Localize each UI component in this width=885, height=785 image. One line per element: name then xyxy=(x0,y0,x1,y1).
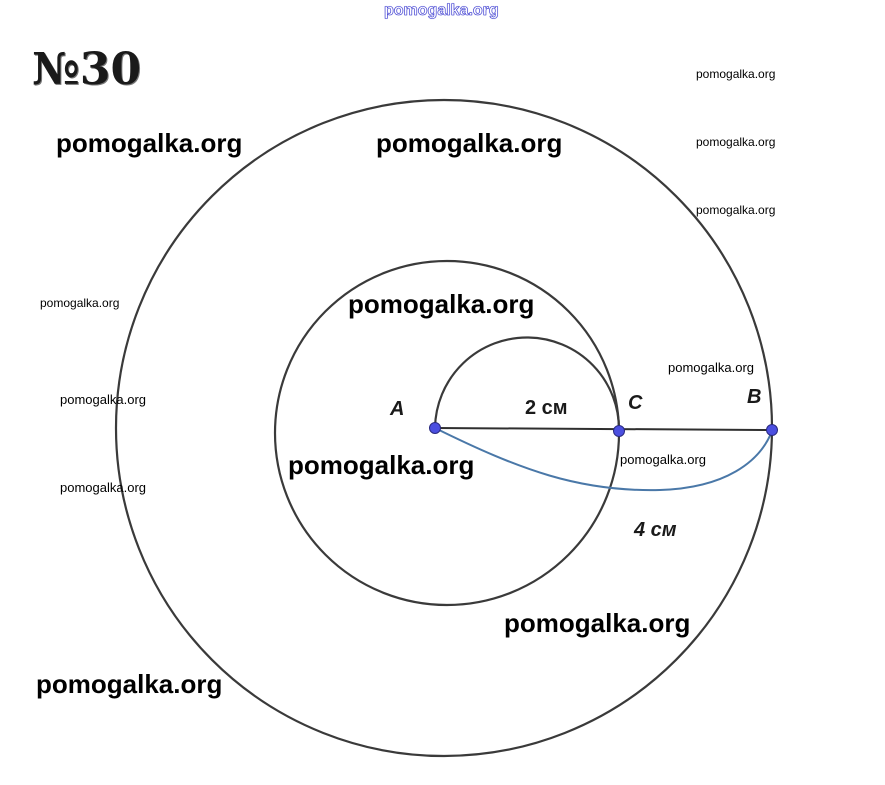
watermark: pomogalka.org xyxy=(696,135,776,149)
point-a-label: A xyxy=(389,398,404,420)
watermark: pomogalka.org xyxy=(60,480,146,495)
problem-number: №30 xyxy=(32,44,142,95)
point-b xyxy=(766,424,778,436)
watermark: pomogalka.org xyxy=(348,289,535,319)
watermark: pomogalka.org xyxy=(504,608,691,638)
watermark: pomogalka.org xyxy=(288,450,475,480)
length-ac-label: 2 см xyxy=(525,397,568,419)
watermark: pomogalka.org xyxy=(56,128,243,158)
length-arc-label: 4 см xyxy=(633,519,677,541)
arc-ab xyxy=(434,427,773,492)
point-c-label: C xyxy=(628,392,643,414)
segment-ab xyxy=(434,427,773,431)
watermark: pomogalka.org xyxy=(376,128,563,158)
watermark: pomogalka.org xyxy=(620,452,706,467)
semicircle-ac xyxy=(433,336,621,432)
watermark: pomogalka.org xyxy=(36,669,223,699)
watermark: pomogalka.org xyxy=(668,360,754,375)
point-c xyxy=(613,425,625,437)
watermark-top: pomogalka.org xyxy=(384,2,499,20)
watermark: pomogalka.org xyxy=(696,203,776,217)
watermark: pomogalka.org xyxy=(696,67,776,81)
point-a xyxy=(429,422,441,434)
watermark: pomogalka.org xyxy=(60,392,146,407)
watermark: pomogalka.org xyxy=(40,296,120,310)
point-b-label: B xyxy=(747,386,761,408)
